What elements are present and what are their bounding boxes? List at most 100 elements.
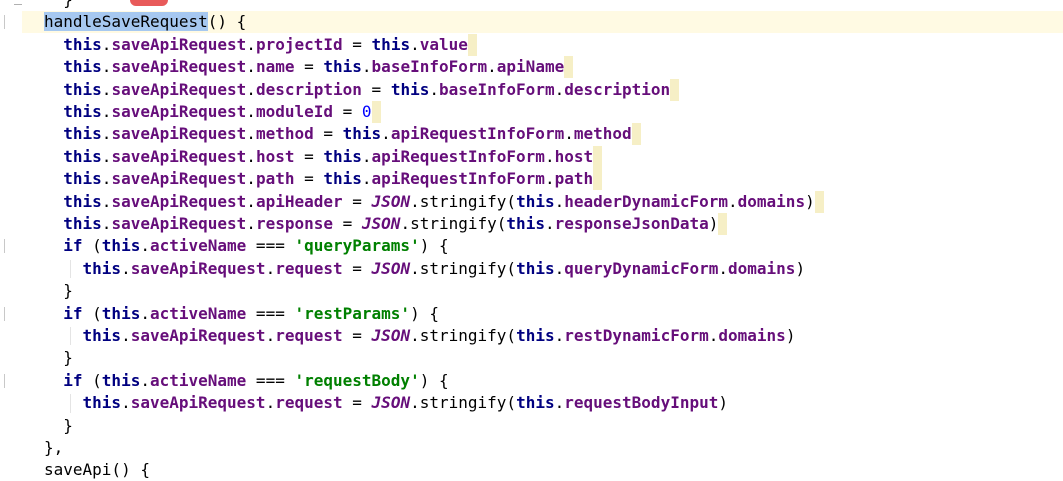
code-line[interactable]: } [44,415,73,437]
code-line[interactable]: this.saveApiRequest.method = this.apiReq… [44,123,641,146]
code-line[interactable]: this.saveApiRequest.path = this.apiReque… [44,168,603,191]
code-token: this [63,124,102,144]
code-token: if [63,303,83,323]
code-token [44,147,63,166]
code-token: request [275,326,343,345]
code-token: baseInfoForm [438,79,555,99]
code-line[interactable]: handleSaveRequest() { [0,11,1063,34]
fold-icon[interactable] [4,239,10,254]
code-token: . [728,191,738,211]
code-token: activeName [149,236,247,256]
code-token: === [246,370,295,390]
code-token: ( [496,214,507,233]
code-line[interactable]: this.saveApiRequest.request = JSON.strin… [44,258,806,280]
code-token: . [121,258,131,278]
code-token: saveApiRequest [111,214,247,233]
fold-icon[interactable] [4,373,10,388]
code-token: . [410,326,420,345]
code-token: domains [737,191,806,211]
code-token: ) [795,258,806,278]
code-token [44,35,63,54]
code-token: this [63,102,102,121]
code-token: activeName [149,370,247,390]
code-token: 0 [361,102,372,121]
code-token: apiName [496,57,565,77]
code-token: . [246,169,256,189]
code-token: = [342,258,372,278]
code-token: = [294,146,324,166]
code-token: stringify [419,191,507,211]
code-token: restDynamicForm [564,326,709,345]
code-token: stringify [419,326,507,345]
code-token: JSON [371,326,411,345]
code-line[interactable]: this.saveApiRequest.apiHeader = JSON.str… [44,190,824,213]
code-line[interactable]: } [44,347,73,369]
code-token: } [44,415,73,435]
code-line[interactable]: }, [44,437,63,459]
code-token: apiRequestInfoForm [390,124,565,144]
code-token: = [313,124,343,144]
code-token: host [554,146,594,166]
code-token: request [275,393,343,413]
code-token: response [255,214,333,233]
code-token: stringify [419,393,507,413]
code-token: headerDynamicForm [564,191,728,211]
code-token: . [246,79,256,99]
trailing-whitespace-marker [467,33,477,56]
code-token: = [342,191,372,211]
code-token: . [246,146,256,166]
editor-gutter[interactable] [0,0,22,468]
trailing-whitespace-marker [593,145,603,168]
code-token [44,80,63,99]
code-token: . [554,79,565,99]
code-token: apiRequestInfoForm [371,169,545,189]
code-token: this [323,169,362,189]
fold-marker-icon[interactable] [14,0,22,5]
code-token: . [487,57,497,77]
trailing-whitespace-marker [593,168,603,191]
code-token: . [708,326,719,345]
code-line[interactable]: if (this.activeName === 'restParams') { [44,303,439,325]
code-line[interactable]: if (this.activeName === 'queryParams') { [44,235,448,257]
code-token: JSON [361,214,401,233]
code-line[interactable]: this.saveApiRequest.response = JSON.stri… [44,213,728,235]
code-line[interactable]: this.saveApiRequest.description = this.b… [44,78,680,101]
code-token: ) [805,191,815,211]
code-token: . [140,370,150,390]
code-line[interactable]: if (this.activeName === 'requestBody') { [44,370,448,392]
code-token: . [361,169,372,189]
code-token: this [516,393,555,413]
code-token: if [63,370,83,390]
code-token: handleSaveRequest [44,12,208,32]
code-token: . [101,214,112,233]
code-line[interactable]: } [44,0,73,11]
code-token: . [101,146,112,166]
code-token: . [544,169,555,189]
fold-icon[interactable] [4,15,10,30]
code-line[interactable]: this.saveApiRequest.host = this.apiReque… [44,145,603,168]
code-token [44,214,63,233]
code-line[interactable]: } [44,280,73,302]
code-token: JSON [371,191,411,211]
code-token: saveApi() { [44,460,150,480]
code-line[interactable]: this.saveApiRequest.request = JSON.strin… [44,325,796,347]
code-token: . [246,191,256,211]
trailing-whitespace-marker [670,78,680,101]
code-token [44,371,63,390]
code-line[interactable]: saveApi() { [44,459,150,481]
code-line[interactable]: this.saveApiRequest.projectId = this.val… [44,33,477,56]
code-token: domains [728,258,796,278]
code-line[interactable]: this.saveApiRequest.moduleId = 0 [44,101,381,123]
code-token: this [63,191,102,211]
code-token: . [410,258,420,278]
code-token: }, [44,438,64,457]
code-line[interactable]: this.saveApiRequest.request = JSON.strin… [44,392,728,414]
code-token: saveApiRequest [130,326,266,345]
code-token: . [101,34,112,54]
code-token: ( [506,258,517,278]
code-token: this [516,191,555,211]
code-line[interactable]: this.saveApiRequest.name = this.baseInfo… [44,56,574,79]
code-token [44,236,63,255]
code-token: this [63,79,102,99]
fold-icon[interactable] [4,306,10,321]
